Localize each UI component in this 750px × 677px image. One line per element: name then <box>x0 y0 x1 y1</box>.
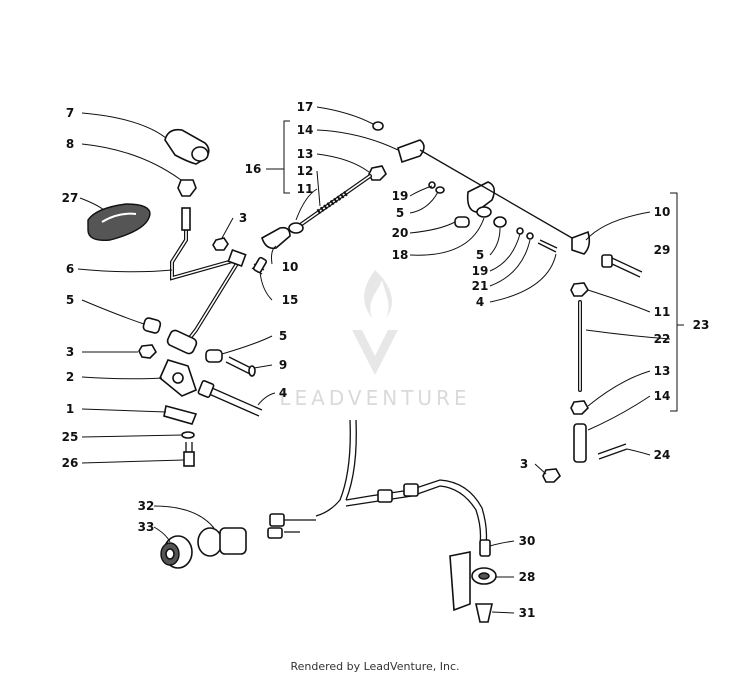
boot-part <box>87 203 151 241</box>
footer-credit: Rendered by LeadVenture, Inc. <box>290 660 459 673</box>
callout-5-left: 5 <box>66 293 74 307</box>
callout-2: 2 <box>66 370 74 384</box>
callout-28: 28 <box>519 570 536 584</box>
nut-part <box>177 179 197 197</box>
callout-1: 1 <box>66 402 74 416</box>
shift-lever-assembly <box>87 128 291 467</box>
callout-3-left: 3 <box>66 345 74 359</box>
cable-assembly <box>160 419 497 623</box>
callout-25: 25 <box>62 430 79 444</box>
watermark-text: LEADVENTURE <box>279 386 470 410</box>
callout-29: 29 <box>654 243 671 257</box>
callout-8: 8 <box>66 137 74 151</box>
callout-13-top: 13 <box>297 147 314 161</box>
callout-14-top: 14 <box>297 123 314 137</box>
callout-33: 33 <box>138 520 155 534</box>
callout-31: 31 <box>519 606 536 620</box>
callout-32: 32 <box>138 499 155 513</box>
callout-15: 15 <box>282 293 299 307</box>
vertical-rod-assembly <box>542 230 643 483</box>
callout-3-right: 3 <box>520 457 528 471</box>
callout-5-center: 5 <box>396 206 404 220</box>
callout-5-mid: 5 <box>279 329 287 343</box>
callout-24: 24 <box>654 448 671 462</box>
callout-4-right: 4 <box>476 295 484 309</box>
callout-labels: 7 8 27 6 3 10 15 5 3 2 5 9 4 1 25 26 17 … <box>62 100 710 620</box>
callout-21: 21 <box>472 279 489 293</box>
callout-10-right: 10 <box>654 205 671 219</box>
callout-12: 12 <box>297 164 314 178</box>
callout-5-right: 5 <box>476 248 484 262</box>
callout-17: 17 <box>297 100 314 114</box>
callout-20: 20 <box>392 226 409 240</box>
callout-11-top: 11 <box>297 182 314 196</box>
callout-14-right: 14 <box>654 389 671 403</box>
callout-18: 18 <box>392 248 409 262</box>
callout-26: 26 <box>62 456 79 470</box>
callout-23: 23 <box>693 318 710 332</box>
callout-30: 30 <box>519 534 536 548</box>
callout-27: 27 <box>62 191 79 205</box>
callout-9: 9 <box>279 358 287 372</box>
callout-7: 7 <box>66 106 74 120</box>
watermark-logo-icon <box>352 270 398 375</box>
rod-assembly <box>288 121 573 253</box>
callout-13-right: 13 <box>654 364 671 378</box>
callout-19-bottom: 19 <box>472 264 489 278</box>
callout-10-left: 10 <box>282 260 299 274</box>
callout-22: 22 <box>654 332 671 346</box>
group-brackets <box>266 120 684 412</box>
callout-4-left: 4 <box>279 386 287 400</box>
callout-16: 16 <box>245 162 262 176</box>
leader-lines <box>77 106 671 614</box>
callout-11-right: 11 <box>654 305 671 319</box>
callout-3-top: 3 <box>239 211 247 225</box>
callout-19-top: 19 <box>392 189 409 203</box>
callout-6: 6 <box>66 262 74 276</box>
